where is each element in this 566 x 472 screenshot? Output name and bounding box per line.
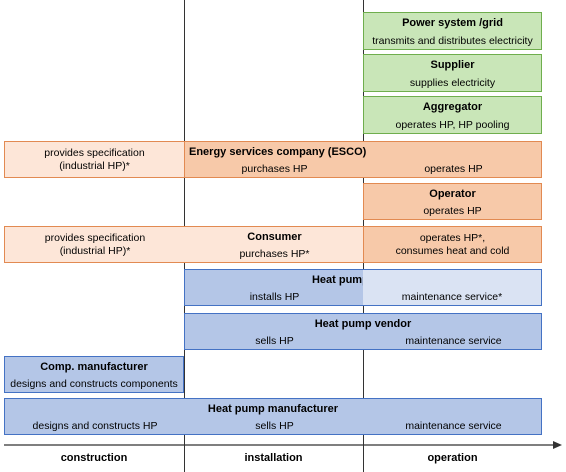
installer-maintenance: maintenance service* xyxy=(401,291,503,303)
time-axis-arrow xyxy=(4,441,562,449)
vendor-sells: sells HP xyxy=(255,335,294,347)
operator-box: Operator operates HP xyxy=(363,183,542,220)
operator-desc: operates HP xyxy=(423,205,482,217)
vendor-title: Heat pump vendor xyxy=(314,318,412,330)
vendor-box: Heat pump vendor sells HP maintenance se… xyxy=(184,313,542,350)
phase-installation-label: installation xyxy=(244,452,303,464)
consumer-operates: operates HP*, consumes heat and cold xyxy=(395,232,510,257)
aggregator-box: Aggregator operates HP, HP pooling xyxy=(363,96,542,134)
supplier-desc: supplies electricity xyxy=(409,77,496,89)
phase-operation-label: operation xyxy=(427,452,478,464)
comp-manufacturer-title: Comp. manufacturer xyxy=(40,361,148,373)
aggregator-desc: operates HP, HP pooling xyxy=(395,119,510,131)
power-grid-desc: transmits and distributes electricity xyxy=(372,35,533,47)
phase-construction-label: construction xyxy=(60,452,128,464)
operator-title: Operator xyxy=(429,188,476,200)
hp-manufacturer-maintenance: maintenance service xyxy=(405,420,502,432)
esco-spec-text: provides specification (industrial HP)* xyxy=(44,147,145,172)
hp-manufacturer-designs: designs and constructs HP xyxy=(32,420,158,432)
esco-spec-box: provides specification (industrial HP)* xyxy=(4,141,185,178)
consumer-title: Consumer xyxy=(247,231,302,243)
supplier-title: Supplier xyxy=(430,59,475,71)
esco-box: Energy services company (ESCO) purchases… xyxy=(184,141,542,178)
hp-manufacturer-box: Heat pump manufacturer designs and const… xyxy=(4,398,542,435)
power-grid-title: Power system /grid xyxy=(402,17,503,29)
hp-manufacturer-title: Heat pump manufacturer xyxy=(207,403,339,415)
comp-manufacturer-box: Comp. manufacturer designs and construct… xyxy=(4,356,184,393)
vendor-maintenance: maintenance service xyxy=(405,335,502,347)
consumer-spec-text: provides specification (industrial HP)* xyxy=(44,232,146,257)
consumer-purchases: purchases HP* xyxy=(239,248,310,260)
supplier-box: Supplier supplies electricity xyxy=(363,54,542,92)
esco-purchases: purchases HP xyxy=(241,163,308,175)
comp-manufacturer-desc: designs and constructs components xyxy=(10,378,178,390)
hp-manufacturer-sells: sells HP xyxy=(255,420,294,432)
installer-installs: installs HP xyxy=(249,291,300,303)
consumer-operation-box: operates HP*, consumes heat and cold xyxy=(363,226,542,263)
esco-title: Energy services company (ESCO) xyxy=(189,146,367,158)
aggregator-title: Aggregator xyxy=(422,101,483,113)
installer-operation-box: maintenance service* xyxy=(363,269,542,306)
esco-operates: operates HP xyxy=(424,163,483,175)
power-grid-box: Power system /grid transmits and distrib… xyxy=(363,12,542,50)
